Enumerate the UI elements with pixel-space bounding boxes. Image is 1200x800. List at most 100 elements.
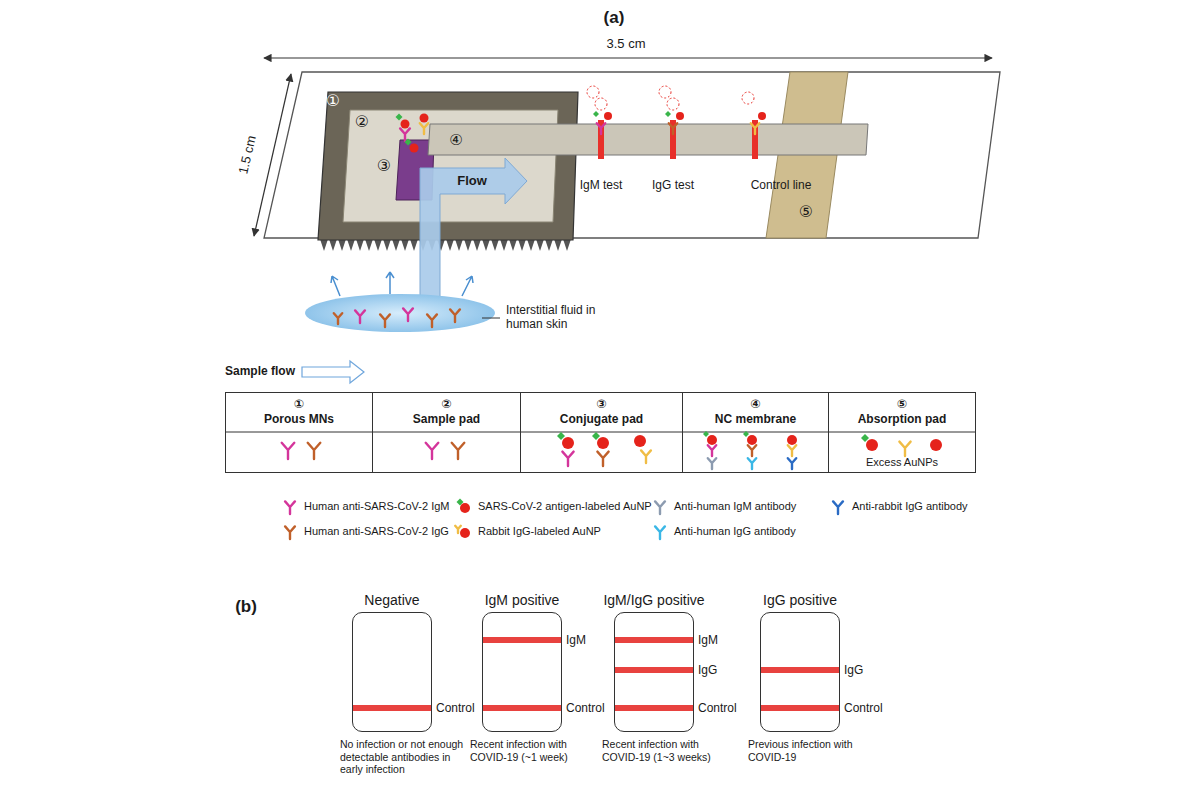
microneedle — [500, 239, 508, 251]
antibody-symbol — [562, 452, 573, 466]
microneedle — [320, 239, 328, 251]
microneedle-array — [320, 239, 571, 251]
uptake-arrow — [386, 272, 394, 294]
antigen-symbol — [665, 111, 671, 117]
uptake-arrow — [331, 272, 473, 296]
result-caption: No infection or not enough detectable an… — [340, 738, 466, 776]
flow-label: Sample flow — [225, 365, 295, 379]
table-cell: ④NC membrane — [682, 392, 829, 473]
test-band — [761, 667, 839, 673]
gold-nanoparticle — [460, 528, 470, 538]
legend-label: Anti-human IgM antibody — [674, 500, 796, 513]
antigen-symbol — [557, 432, 565, 440]
gold-nanoparticle — [758, 112, 766, 120]
microneedle — [410, 239, 418, 251]
antibody-symbol — [450, 309, 460, 322]
test-strip — [482, 612, 562, 732]
strip-heading: IgM/IgG positive — [603, 592, 704, 608]
antibody-symbol — [748, 458, 756, 469]
microneedle — [563, 239, 571, 251]
antibody-symbol — [308, 443, 321, 459]
antigen-symbol — [592, 432, 600, 440]
antibody-symbol — [655, 501, 665, 514]
antibody-symbol — [403, 308, 413, 321]
callout-number: ① — [326, 92, 340, 110]
antibody-symbol — [748, 445, 756, 456]
antibody-symbol — [452, 443, 465, 459]
antigen-symbol — [703, 431, 709, 437]
test-band — [615, 667, 693, 673]
band-label: IgM — [566, 633, 586, 647]
antibody-symbol — [355, 310, 365, 323]
legend-label: Human anti-SARS-CoV-2 IgM — [304, 500, 450, 513]
line-label: IgM test — [580, 179, 623, 193]
microneedle — [455, 239, 463, 251]
uptake-arrow — [462, 276, 473, 296]
antibody-symbol — [751, 123, 759, 134]
callout-number: ③ — [521, 397, 682, 412]
gold-nanoparticle — [460, 503, 470, 513]
antigen-symbol — [743, 431, 749, 437]
strip-heading: Negative — [364, 592, 419, 608]
table-cell: ①Porous MNs — [225, 392, 373, 473]
strip-heading: IgG positive — [763, 592, 837, 608]
antibody-symbol — [788, 445, 796, 456]
microneedle — [473, 239, 481, 251]
gold-nanoparticle — [747, 435, 757, 445]
test-band — [483, 705, 561, 711]
callout-number: ② — [355, 113, 369, 131]
antibody-symbol — [708, 458, 716, 469]
gold-nanoparticle — [401, 120, 410, 129]
antibody-symbol — [334, 313, 342, 324]
cell-heading: NC membrane — [683, 412, 828, 427]
legend-label: Anti-rabbit IgG antibody — [852, 500, 968, 513]
band-label: Control — [436, 701, 475, 715]
cell-note: Excess AuNPs — [829, 455, 975, 470]
test-band — [483, 637, 561, 643]
fluid-label: Interstitial fluid in human skin — [506, 304, 618, 332]
test-band — [761, 705, 839, 711]
callout-number: ② — [373, 397, 520, 412]
band-label: Control — [698, 701, 737, 715]
microneedle — [392, 239, 400, 251]
microneedle — [383, 239, 391, 251]
callout-number: ① — [226, 397, 372, 412]
test-strip — [352, 612, 432, 732]
captured-particle-marker — [595, 98, 607, 110]
gold-nanoparticle — [410, 144, 419, 153]
band-label: Control — [844, 701, 883, 715]
gold-nanoparticle — [562, 437, 574, 449]
antibody-symbol — [285, 526, 295, 539]
antibody-symbol — [788, 458, 796, 469]
gold-nanoparticle — [420, 114, 429, 123]
microneedle — [356, 239, 364, 251]
antibody-symbol — [669, 123, 677, 134]
cell-heading: Conjugate pad — [521, 412, 682, 427]
captured-particle-marker — [587, 86, 754, 110]
test-band — [353, 705, 431, 711]
cell-heading: Sample pad — [373, 412, 520, 427]
microneedle — [374, 239, 382, 251]
legend-label: Rabbit IgG-labeled AuNP — [478, 525, 601, 538]
test-band — [615, 705, 693, 711]
microneedle-base — [318, 92, 578, 240]
antibody-symbol — [708, 445, 716, 456]
microneedle — [347, 239, 355, 251]
antibody-symbol — [455, 526, 461, 533]
result-caption: Recent infection with COVID-19 (~1 week) — [470, 738, 596, 763]
callout-number: ④ — [683, 397, 828, 412]
microneedle — [446, 239, 454, 251]
antibody-symbol — [641, 450, 651, 463]
flow-label: Flow — [457, 174, 487, 189]
result-caption: Recent infection with COVID-19 (1~3 week… — [602, 738, 728, 763]
gold-nanoparticle — [604, 112, 612, 120]
callout-number: ⑤ — [829, 397, 975, 412]
gold-nanoparticle — [707, 435, 717, 445]
antigen-symbol — [405, 139, 412, 146]
antibody-symbol — [427, 314, 437, 327]
antibody-symbol — [285, 501, 295, 514]
microneedle — [536, 239, 544, 251]
microneedle — [554, 239, 562, 251]
callout-number: ③ — [377, 157, 391, 175]
antibody-symbol — [899, 442, 910, 456]
